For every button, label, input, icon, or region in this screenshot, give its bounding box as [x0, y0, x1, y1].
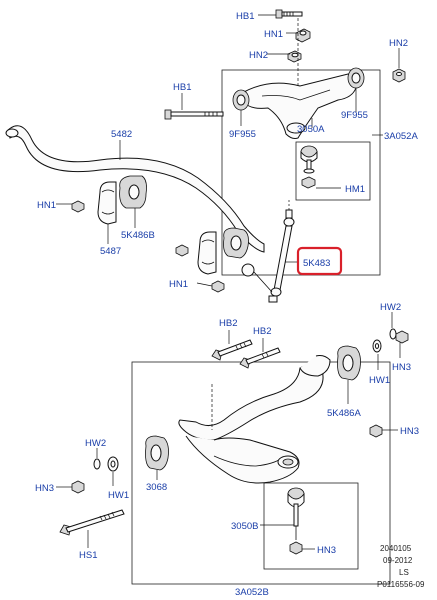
nut-right-small — [175, 244, 189, 257]
label-hm1: HM1 — [345, 184, 365, 195]
label-hb2-right: HB2 — [253, 326, 271, 337]
label-5k483: 5K483 — [303, 258, 330, 269]
nut-hn2-upper — [287, 50, 302, 63]
bushing-9f955-left — [232, 89, 250, 111]
label-hw1-right: HW1 — [369, 375, 390, 386]
label-hn2-upper: HN2 — [249, 50, 268, 61]
lower-ball-joint-3050b — [287, 487, 305, 527]
label-hn3-bottom: HN3 — [317, 545, 336, 556]
ref-region: LS — [399, 568, 409, 577]
label-hn3-right-mid: HN3 — [400, 426, 419, 437]
nut-hn2-right — [392, 68, 406, 83]
upper-balljoint-box — [295, 141, 371, 201]
leader-lines — [56, 14, 401, 550]
label-9f955-left: 9F955 — [229, 129, 256, 140]
washer-hw2-right — [389, 328, 397, 340]
label-3a052b: 3A052B — [235, 587, 269, 598]
label-3050b: 3050B — [231, 521, 258, 532]
label-hb1-upper: HB1 — [173, 82, 191, 93]
ref-date: 09-2012 — [383, 556, 413, 565]
washer-hw1-left — [107, 456, 119, 472]
label-5k486a: 5K486A — [327, 408, 361, 419]
upper-control-arm-3050a — [243, 73, 357, 139]
label-hn3-left: HN3 — [35, 483, 54, 494]
label-3050a: 3050A — [297, 124, 325, 135]
stabilizer-bar-5482 — [5, 125, 265, 253]
label-hw2-right: HW2 — [380, 302, 401, 313]
label-5482: 5482 — [111, 129, 132, 140]
bushing-3068 — [145, 435, 169, 471]
highlight-box-5k483 — [296, 246, 343, 276]
nut-hn1-top — [295, 28, 311, 43]
label-hw1-left: HW1 — [108, 490, 129, 501]
ref-code: 2040105 — [380, 544, 412, 553]
bushing-5k486a — [337, 345, 361, 381]
label-9f955-right: 9F955 — [341, 110, 368, 121]
bolt-hs1 — [59, 509, 125, 536]
lower-balljoint-box — [263, 482, 359, 570]
washer-hw2-left — [93, 458, 101, 470]
label-hb2-left: HB2 — [219, 318, 237, 329]
reference-info: 2040105 09-2012 LS P0116556-09 — [377, 544, 425, 589]
upper-ball-joint — [300, 145, 318, 189]
bolt-hb2-right — [239, 347, 281, 369]
lower-control-arm — [178, 355, 331, 484]
label-hb1-top: HB1 — [236, 11, 254, 22]
top-bolt-hb1 — [275, 9, 303, 19]
nut-hn1-left — [71, 200, 85, 213]
nut-hn1-lower — [211, 280, 225, 293]
clamp-5487 — [97, 181, 117, 225]
label-hn1-left: HN1 — [37, 200, 56, 211]
label-hn1-lower: HN1 — [169, 279, 188, 290]
label-hw2-left: HW2 — [85, 438, 106, 449]
clamp-right — [197, 231, 217, 275]
ref-number: P0116556-09 — [377, 580, 425, 589]
nut-hn3-right-mid — [369, 424, 383, 438]
bolt-hb2-left — [211, 339, 253, 361]
label-hn3-right-top: HN3 — [392, 362, 411, 373]
label-5487: 5487 — [100, 246, 121, 257]
label-3068: 3068 — [146, 482, 167, 493]
label-5k486b: 5K486B — [121, 230, 155, 241]
label-hn2-right: HN2 — [389, 38, 408, 49]
bolt-hb1-upper — [164, 109, 224, 120]
bushing-5k486b — [119, 175, 147, 209]
lower-arm-box — [131, 361, 391, 585]
label-hn1-top: HN1 — [264, 29, 283, 40]
part-labels: HB1 HN1 HN2 HN2 HB1 9F955 9F955 3050A 3A… — [35, 11, 419, 598]
label-3a052a: 3A052A — [384, 131, 418, 142]
bushing-right — [223, 227, 249, 259]
washer-hw1-right — [372, 339, 382, 353]
bushing-9f955-right — [347, 67, 365, 89]
label-hs1: HS1 — [79, 550, 97, 561]
nut-hn3-right-top — [395, 330, 409, 344]
stabilizer-link-5k483 — [241, 200, 295, 303]
nut-hn3-left — [71, 480, 85, 494]
nut-hn3-bottom — [289, 526, 303, 555]
